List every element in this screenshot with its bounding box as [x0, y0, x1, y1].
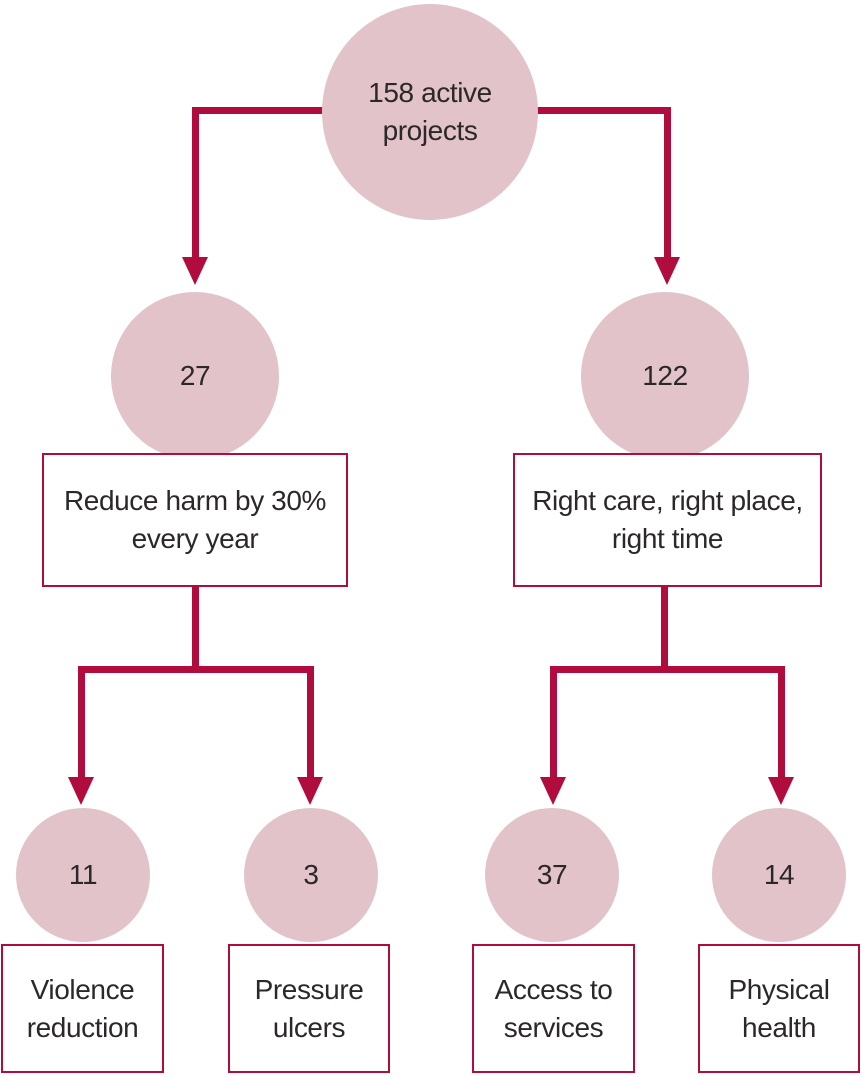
leaf-count-label: 37 — [536, 859, 568, 890]
leaf-box-label: Access to services — [494, 973, 613, 1043]
leaf-box-physical-health: Physical health — [698, 944, 860, 1073]
goal-box-right: Right care, right place, right time — [513, 453, 822, 587]
connector-to-access-to-services-line — [550, 666, 557, 777]
connector-root-to-right-line — [664, 107, 671, 257]
connector-left-branch-horizontal-line — [78, 666, 314, 673]
leaf-circle-physical-health-count: 14 — [712, 808, 846, 942]
branch-count-label: 122 — [642, 360, 688, 391]
goal-box-label: Reduce harm by 30% every year — [63, 485, 327, 554]
arrow-down-icon — [540, 777, 566, 805]
arrow-down-icon — [68, 777, 94, 805]
connector-to-physical-health-line — [778, 666, 785, 777]
root-circle-active-projects: 158 active projects — [322, 4, 538, 220]
leaf-count-label: 11 — [68, 859, 98, 890]
connector-left-branch-stem-line — [192, 585, 199, 673]
branch-count-label: 27 — [179, 360, 211, 391]
connector-right-branch-stem-line — [661, 585, 668, 673]
goal-box-label: Right care, right place, right time — [532, 485, 803, 554]
connector-right-branch-horizontal-line — [550, 666, 785, 673]
arrow-down-icon — [297, 777, 323, 805]
connector-to-violence-reduction-line — [78, 666, 85, 777]
leaf-box-violence-reduction: Violence reduction — [1, 944, 164, 1073]
leaf-box-label: Physical health — [728, 973, 830, 1043]
leaf-box-label: Violence reduction — [26, 973, 139, 1043]
branch-circle-right-count: 122 — [581, 292, 749, 460]
arrow-down-icon — [654, 257, 680, 285]
leaf-circle-violence-reduction-count: 11 — [16, 808, 150, 942]
leaf-box-pressure-ulcers: Pressure ulcers — [228, 944, 390, 1073]
arrow-down-icon — [182, 257, 208, 285]
leaf-count-label: 3 — [303, 859, 319, 890]
leaf-circle-access-to-services-count: 37 — [485, 808, 619, 942]
leaf-box-access-to-services: Access to services — [472, 944, 635, 1073]
leaf-box-label: Pressure ulcers — [254, 973, 364, 1043]
leaf-count-label: 14 — [763, 859, 795, 890]
connector-root-to-left-line — [192, 107, 199, 257]
root-circle-label: 158 active projects — [368, 77, 492, 146]
arrow-down-icon — [768, 777, 794, 805]
branch-circle-left-count: 27 — [111, 292, 279, 460]
goal-box-left: Reduce harm by 30% every year — [42, 453, 348, 587]
connector-to-pressure-ulcers-line — [307, 666, 314, 777]
leaf-circle-pressure-ulcers-count: 3 — [244, 808, 378, 942]
